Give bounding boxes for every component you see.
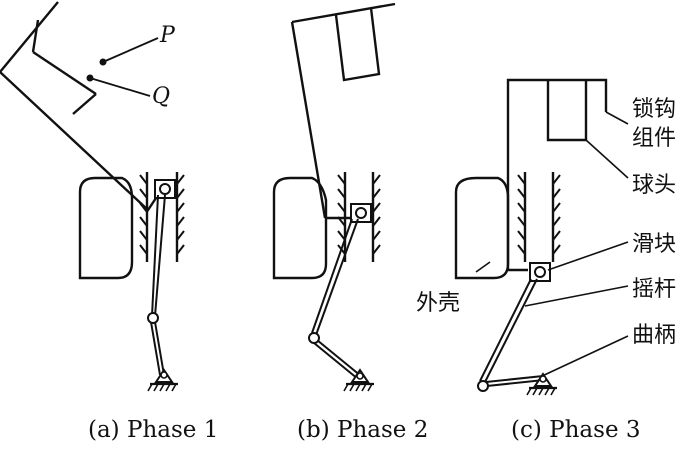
phase2-guide-rails <box>337 172 381 262</box>
phase3-joint <box>477 380 489 392</box>
phase2-caption: (b) Phase 2 <box>297 417 428 443</box>
phase3-lock-hook-assembly <box>506 78 608 272</box>
label-lock-hook-line2: 组件 <box>632 126 676 151</box>
label-q: Q <box>152 84 170 109</box>
phase3-fixed-pivot <box>526 372 557 396</box>
phase3-leader-lines <box>475 111 629 378</box>
phase-1-panel: P Q <box>0 1 218 443</box>
phase-3-panel: 锁钩 组件 球头 滑块 摇杆 曲柄 外壳 (c) Phase 3 <box>416 78 676 443</box>
phase-2-panel: (b) Phase 2 <box>272 2 428 443</box>
phase2-fixed-pivot <box>343 368 374 392</box>
point-q-marker <box>86 74 94 82</box>
phase1-joint <box>147 312 159 324</box>
label-slider: 滑块 <box>632 232 676 257</box>
phase1-lock-hook-assembly <box>0 1 159 212</box>
phase2-slider <box>350 203 372 223</box>
phase3-shell <box>454 176 510 280</box>
label-p: P <box>159 23 176 48</box>
label-ball-head: 球头 <box>632 173 676 198</box>
phase2-shell <box>272 176 328 280</box>
label-shell: 外壳 <box>416 291 460 316</box>
phase1-caption: (a) Phase 1 <box>88 417 218 443</box>
phase2-joint <box>308 332 320 344</box>
phase1-pq-leaders <box>89 37 159 97</box>
phase3-linkage <box>479 278 545 387</box>
phase1-slider <box>154 179 176 199</box>
phase3-guide-rails <box>517 172 561 262</box>
phase2-linkage <box>311 218 362 380</box>
phase1-linkage <box>150 194 166 376</box>
label-crank: 曲柄 <box>632 323 676 348</box>
phase1-shell <box>78 176 134 280</box>
phase2-lock-hook-assembly <box>290 2 396 220</box>
phase3-caption: (c) Phase 3 <box>511 417 641 443</box>
phase1-fixed-pivot <box>147 368 178 392</box>
point-p-marker <box>99 58 107 66</box>
label-rocker: 摇杆 <box>632 277 676 302</box>
label-lock-hook-line1: 锁钩 <box>632 97 676 122</box>
phase3-slider <box>529 262 551 282</box>
phase1-guide-rails <box>139 172 185 262</box>
